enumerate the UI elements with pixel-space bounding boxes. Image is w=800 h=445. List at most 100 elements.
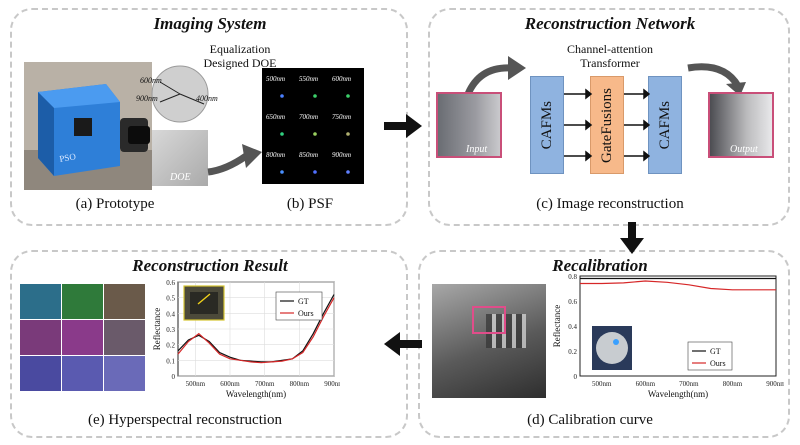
psf-spot bbox=[280, 94, 284, 98]
psf-label: 750nm bbox=[332, 113, 351, 121]
caption-prototype: (a) Prototype bbox=[75, 196, 155, 212]
series-line-ours bbox=[177, 297, 335, 364]
x-tick-label: 600nm bbox=[220, 380, 240, 388]
input-label: Input bbox=[466, 144, 488, 155]
svg-text:PSO: PSO bbox=[59, 151, 77, 164]
y-tick-label: 0.2 bbox=[568, 348, 577, 356]
x-tick-label: 700nm bbox=[679, 380, 699, 388]
psf-spot bbox=[313, 132, 317, 136]
hyperspectral-mosaic bbox=[20, 284, 146, 392]
psf-label: 500nm bbox=[266, 75, 285, 83]
doe-photo bbox=[152, 130, 208, 186]
doe-photo-label: DOE bbox=[170, 172, 191, 183]
doe-title: Equalization Designed DOE bbox=[190, 42, 290, 70]
doe-label-400: 400nm bbox=[196, 94, 218, 103]
y-tick-label: 0.3 bbox=[166, 326, 175, 334]
y-tick-label: 0.5 bbox=[166, 295, 175, 303]
network-connection-arrows bbox=[564, 88, 650, 162]
doe-label-900: 900nm bbox=[136, 94, 158, 103]
x-tick-label: 900nm bbox=[766, 380, 784, 388]
cafm-left-label: CAFMs bbox=[538, 100, 555, 150]
psf-spot bbox=[346, 170, 350, 174]
psf-label: 550nm bbox=[299, 75, 318, 83]
y-tick-label: 0.2 bbox=[166, 342, 175, 350]
caption-calibration: (d) Calibration curve bbox=[527, 412, 653, 428]
y-tick-label: 0.1 bbox=[166, 357, 175, 365]
psf-label: 700nm bbox=[299, 113, 318, 121]
psf-label: 800nm bbox=[266, 151, 285, 159]
y-tick-label: 0.4 bbox=[166, 310, 175, 318]
mosaic-tile bbox=[20, 284, 61, 319]
psf-spot bbox=[313, 94, 317, 98]
transformer-line1: Channel-attention bbox=[567, 42, 653, 56]
calibration-scene-photo bbox=[432, 284, 546, 398]
doe-title-line2: Designed DOE bbox=[203, 56, 277, 70]
mosaic-tile bbox=[62, 320, 103, 355]
x-tick-label: 600nm bbox=[636, 380, 656, 388]
x-tick-label: 500nm bbox=[186, 380, 206, 388]
psf-spot bbox=[280, 132, 284, 136]
legend-label: GT bbox=[710, 347, 721, 356]
x-axis-label: Wavelength(nm) bbox=[226, 389, 286, 399]
psf-label: 850nm bbox=[299, 151, 318, 159]
down-arrow-icon bbox=[620, 222, 644, 254]
mosaic-tile bbox=[104, 320, 145, 355]
doe-disc-diagram bbox=[151, 65, 209, 123]
x-tick-label: 500nm bbox=[592, 380, 612, 388]
caption-hyperspectral: (e) Hyperspectral reconstruction bbox=[87, 412, 283, 428]
mosaic-tile bbox=[20, 320, 61, 355]
psf-label: 900nm bbox=[332, 151, 351, 159]
curved-arrow-input-icon bbox=[464, 56, 526, 96]
y-tick-label: 0.4 bbox=[568, 323, 577, 331]
legend-box bbox=[275, 291, 323, 321]
y-tick-label: 0 bbox=[172, 373, 176, 381]
y-axis-label: Reflectance bbox=[152, 308, 162, 350]
psf-label: 650nm bbox=[266, 113, 285, 121]
mosaic-tile bbox=[20, 356, 61, 391]
curved-arrow-output-icon bbox=[687, 63, 746, 96]
mosaic-tile bbox=[62, 284, 103, 319]
gatefusion-block: GateFusions bbox=[590, 76, 624, 174]
cafm-block-right: CAFMs bbox=[648, 76, 682, 174]
color-checker bbox=[486, 314, 526, 348]
inset-arrow-icon bbox=[197, 293, 211, 305]
y-tick-label: 0.8 bbox=[568, 273, 577, 281]
mosaic-tile bbox=[104, 284, 145, 319]
caption-psf: (b) PSF bbox=[286, 196, 334, 212]
output-label: Output bbox=[730, 144, 758, 155]
recalibration-title: Recalibration bbox=[552, 256, 648, 275]
curved-arrow-icon bbox=[207, 144, 262, 176]
x-tick-label: 800nm bbox=[723, 380, 743, 388]
cafm-right-label: CAFMs bbox=[656, 100, 673, 150]
x-tick-label: 900nm bbox=[324, 380, 340, 388]
mosaic-tile bbox=[104, 356, 145, 391]
hyperspectral-chart: 0 0.1 0.2 0.3 0.4 0.5 0.6 500nm 600nm 700nm 800nm 9… bbox=[152, 279, 340, 399]
inset-marker bbox=[613, 339, 619, 345]
legend-box bbox=[687, 341, 733, 371]
y-tick-label: 0.6 bbox=[568, 298, 577, 306]
psf-cells: 500nm 550nm 600nm 650nm 700nm 750nm 800nm 850nm… bbox=[262, 68, 364, 184]
psf-spot bbox=[346, 132, 350, 136]
y-axis-label: Reflectance bbox=[552, 305, 562, 347]
doe-title-line1: Equalization bbox=[209, 42, 271, 56]
x-tick-label: 700nm bbox=[255, 380, 275, 388]
caption-image-reconstruction: (c) Image reconstruction bbox=[536, 196, 684, 212]
legend-label: Ours bbox=[298, 309, 314, 318]
reconstruction-result-title: Reconstruction Result bbox=[132, 256, 288, 275]
doe-label-600: 600nm bbox=[140, 76, 162, 85]
x-axis-label: Wavelength(nm) bbox=[648, 389, 708, 399]
y-tick-label: 0.6 bbox=[166, 279, 175, 287]
mosaic-tile bbox=[62, 356, 103, 391]
x-tick-label: 800nm bbox=[290, 380, 310, 388]
imaging-system-title: Imaging System bbox=[153, 14, 267, 33]
reconstruction-network-panel bbox=[428, 8, 790, 226]
psf-spot bbox=[346, 94, 350, 98]
transformer-line2: Transformer bbox=[580, 56, 640, 70]
series-line-ours bbox=[580, 280, 776, 291]
psf-label: 600nm bbox=[332, 75, 351, 83]
inset-inner bbox=[190, 292, 218, 314]
legend-label: Ours bbox=[710, 359, 726, 368]
transformer-label: Channel-attention Transformer bbox=[540, 42, 680, 70]
camera-prototype-photo: PSO bbox=[24, 62, 152, 190]
